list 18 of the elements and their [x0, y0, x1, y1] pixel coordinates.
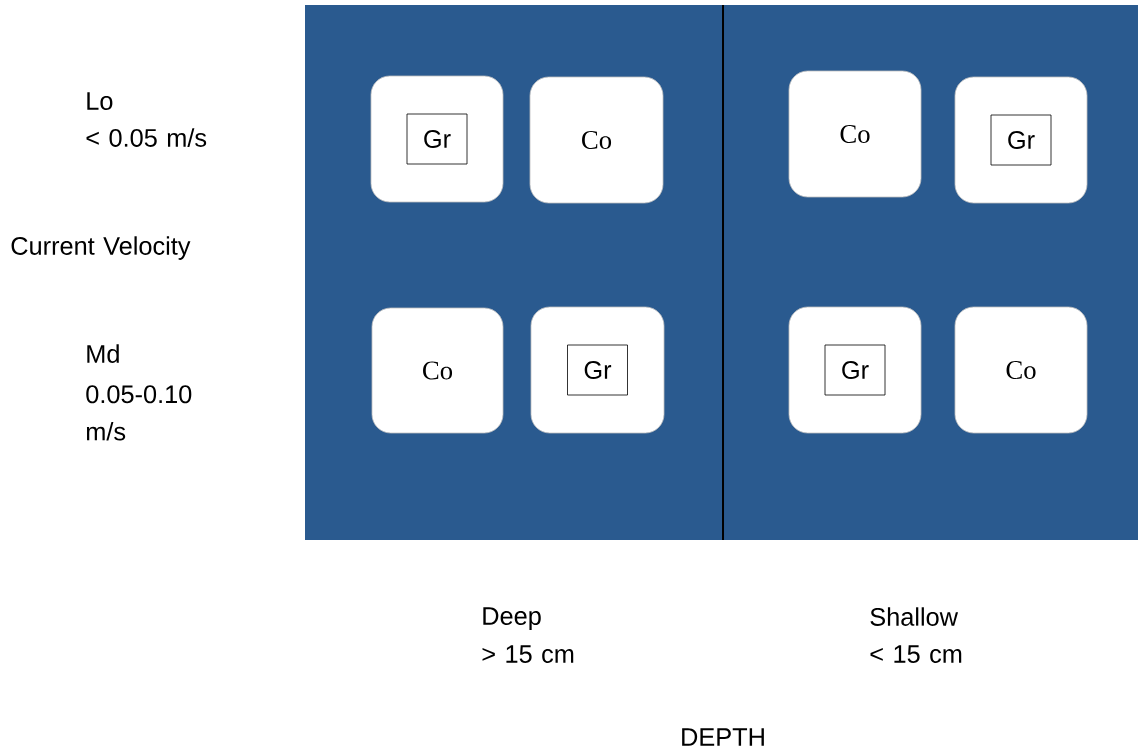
rounded-tile: Co: [954, 306, 1088, 434]
axis-label: Lo: [87, 92, 113, 110]
square-box: Gr: [406, 113, 468, 165]
axis-label: Shallow: [870, 607, 959, 626]
axis-label: DEPTH: [682, 728, 764, 746]
axis-label: Current Velocity: [11, 236, 191, 260]
axis-label: Deep: [483, 607, 541, 630]
axis-label: < 15 cm: [870, 645, 962, 663]
square-box: Gr: [567, 344, 628, 396]
axis-label: > 15 cm: [482, 645, 574, 663]
axis-label: Md: [87, 344, 119, 363]
axis-label: < 0.05 m/s: [86, 128, 207, 147]
square-box: Gr: [824, 344, 886, 396]
rounded-tile: Co: [371, 307, 504, 434]
rounded-tile: Co: [529, 76, 664, 204]
rounded-tile: Co: [788, 70, 922, 198]
square-box: Gr: [990, 114, 1052, 166]
axis-label: 0.05-0.10 m/s: [86, 385, 192, 441]
